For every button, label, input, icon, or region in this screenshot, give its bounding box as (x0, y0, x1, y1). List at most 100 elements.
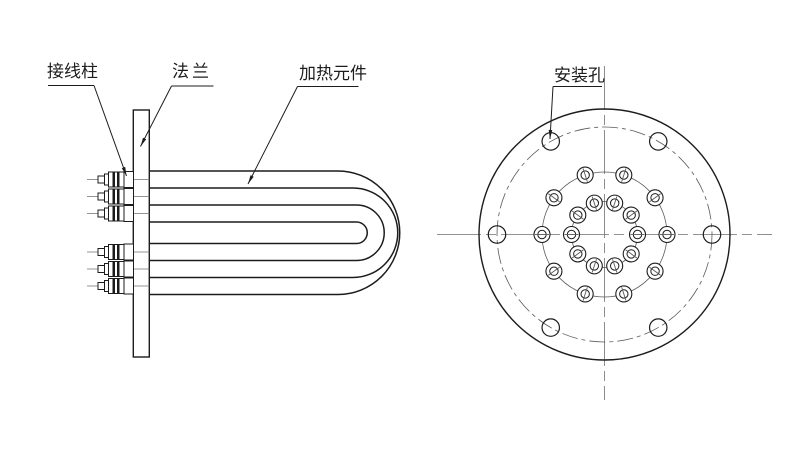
terminal-post-nut-band (112, 206, 115, 221)
mounting-hole-leader-arrow-icon (548, 129, 553, 139)
element-hole-centermark (612, 196, 618, 210)
element-hole-centermark (548, 193, 560, 203)
element-hole (622, 245, 640, 263)
annotations (48, 85, 602, 185)
terminal-post-segment (123, 188, 134, 205)
element-hole (646, 189, 664, 207)
terminal-post-nut-band (117, 278, 120, 294)
element-hole (545, 262, 563, 280)
terminal-post-nut-band (117, 206, 120, 221)
terminal-post-segment (97, 209, 105, 218)
element-hole-centermark (571, 249, 584, 259)
terminal-post-nut-band (112, 189, 115, 204)
terminal-post (87, 171, 150, 188)
terminal-post-label: 接线柱 (47, 62, 98, 81)
terminal-post-segment (108, 188, 125, 205)
element-hole-centermark (625, 249, 638, 259)
element-hole (615, 285, 633, 303)
bolt-circle (496, 126, 713, 343)
element-hole-centermark (612, 259, 618, 273)
terminal-post-segment (97, 192, 105, 201)
mounting-hole (702, 225, 722, 244)
heating-tube-bend-arc (356, 221, 368, 245)
terminal-post-segment (108, 278, 125, 294)
terminal-post (87, 260, 150, 278)
terminal-post-segment (97, 282, 105, 290)
terminal-post-leader-arrow-icon (121, 166, 127, 176)
element-hole-centermark (548, 266, 560, 276)
terminal-post (87, 205, 150, 222)
element-hole-centermark (621, 287, 627, 301)
element-hole (622, 206, 640, 224)
terminal-post-segment (104, 246, 109, 258)
element-hole (576, 285, 594, 303)
mounting-hole (648, 318, 668, 337)
mounting-hole (541, 318, 561, 337)
heating-tubes (149, 170, 401, 296)
element-hole-centermark (582, 287, 588, 301)
heating-tube-bend-arc (352, 187, 399, 279)
element-hole (576, 166, 594, 184)
terminal-post-nut-band (117, 261, 120, 277)
element-hole (606, 194, 624, 212)
heating-element-leader-arrow-icon (248, 175, 254, 184)
terminal-post-segment (108, 205, 125, 222)
terminal-post (87, 243, 150, 261)
element-hole-centermark (591, 196, 597, 210)
terminal-post-segment (123, 205, 134, 222)
terminal-post (87, 188, 150, 205)
terminal-post-nut-band (117, 172, 120, 187)
terminal-post-segment (123, 243, 134, 261)
mounting-hole-label: 安装孔 (554, 66, 605, 85)
terminal-post-segment (97, 265, 105, 273)
terminal-post-nut-band (117, 189, 120, 204)
terminal-post-segment (104, 190, 109, 203)
terminal-post-segment (104, 263, 109, 275)
flange-leader-line (140, 85, 172, 147)
element-hole (628, 225, 647, 244)
element-hole (569, 245, 587, 263)
heating-tube-bend-arc (337, 170, 401, 296)
terminal-posts (87, 171, 150, 295)
terminal-post-nut-band (112, 261, 115, 277)
heating-element-label: 加热元件 (299, 64, 367, 83)
terminal-post-nut-band (112, 244, 115, 260)
element-hole-centermark (649, 193, 661, 203)
flange-rect (132, 109, 151, 358)
mounting-hole (487, 225, 507, 244)
element-hole (606, 257, 624, 275)
terminal-post-leader-line (93, 85, 127, 177)
element-hole (545, 189, 563, 207)
terminal-post-segment (108, 244, 125, 260)
element-hole (615, 166, 633, 184)
element-hole (646, 262, 664, 280)
terminal-post-segment (104, 173, 109, 186)
terminal-post-segment (123, 277, 134, 295)
mounting-hole (648, 132, 668, 151)
element-hole (569, 206, 587, 224)
terminal-post-nut-band (117, 244, 120, 260)
terminal-post-segment (123, 260, 134, 278)
flange-label: 法兰 (172, 62, 212, 81)
terminal-post-segment (104, 280, 109, 292)
terminal-post-nut-band (112, 278, 115, 294)
element-hole (585, 194, 603, 212)
element-hole-centermark (649, 266, 661, 276)
flange-leader-arrow-icon (140, 137, 147, 147)
element-hole (585, 257, 603, 275)
terminal-post-segment (108, 171, 125, 188)
element-hole (658, 225, 676, 244)
terminal-post-segment (108, 261, 125, 277)
terminal-post (87, 277, 150, 295)
terminal-post-segment (97, 175, 105, 184)
terminal-post-segment (97, 248, 105, 256)
element-hole-centermark (591, 259, 597, 273)
heating-tube-bend-arc (356, 204, 385, 262)
side-view (87, 109, 401, 358)
flange-outline-circle (478, 108, 731, 361)
element-hole-centermark (621, 168, 627, 182)
element-hole-centermark (571, 210, 584, 220)
element-hole-centermark (582, 168, 588, 182)
